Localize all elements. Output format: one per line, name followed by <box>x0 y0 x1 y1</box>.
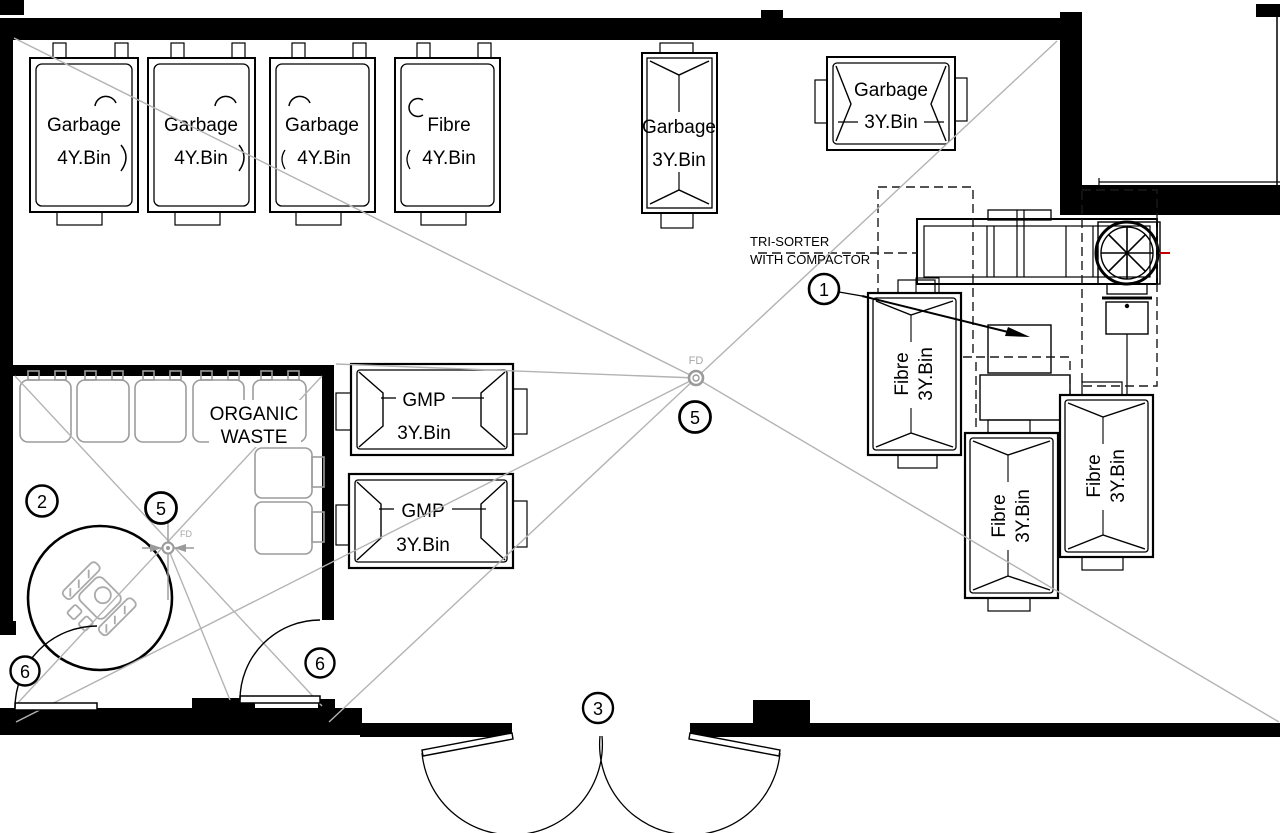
bin-label-size: 4Y.Bin <box>422 148 476 169</box>
lid-arc-side <box>238 144 245 172</box>
bin-label-name: Fibre <box>989 494 1010 537</box>
door-organic-room <box>239 619 321 704</box>
floor-drain-label: FD <box>689 355 704 367</box>
callout-compactor: 1 <box>807 272 841 306</box>
wall-bottom-left2 <box>360 723 512 737</box>
organic-label-line1: ORGANIC <box>210 404 299 425</box>
bin-gmp-2: GMP 3Y.Bin <box>335 472 528 570</box>
lid-arc-side <box>406 149 411 170</box>
bin-fibre-3y-2: Fibre 3Y.Bin <box>963 419 1060 612</box>
bin-label-size: 3Y.Bin <box>1108 449 1129 503</box>
floor-drain-room: FD <box>142 518 194 600</box>
callout-number: 6 <box>315 654 325 674</box>
lid-arc-side <box>281 149 286 170</box>
walls <box>0 0 1280 737</box>
bin-label-name: Garbage <box>642 117 716 138</box>
bin-label-name: Garbage <box>47 115 121 136</box>
lid-arc <box>214 95 237 107</box>
bin-label-name: Garbage <box>854 80 928 101</box>
wall-top-notch <box>761 10 783 19</box>
callout-number: 6 <box>20 662 30 682</box>
tri-sorter-compactor <box>915 209 1170 421</box>
bin-label-name: Garbage <box>285 115 359 136</box>
door-swing-arc <box>14 625 98 709</box>
wall-top <box>0 18 1060 40</box>
wall-door-jamb <box>318 699 335 723</box>
bin-label-size: 3Y.Bin <box>396 535 450 556</box>
bin-label-size: 3Y.Bin <box>864 112 918 133</box>
lid-arc <box>94 95 117 107</box>
wall-bottom-right-block <box>753 700 810 724</box>
wall-bottom-left <box>0 708 362 735</box>
callout-number: 2 <box>37 492 47 512</box>
bin-garbage-4y-1: Garbage 4Y.Bin <box>29 42 139 226</box>
wall-left-end-block <box>0 621 16 635</box>
bin-garbage-4y-2: Garbage 4Y.Bin <box>147 42 256 226</box>
bin-fibre-4y: Fibre 4Y.Bin <box>394 42 501 226</box>
callout-number: 3 <box>593 699 603 719</box>
bin-garbage-3y-topright: Garbage 3Y.Bin <box>814 56 968 151</box>
organic-waste-label: ORGANIC WASTE <box>209 400 301 448</box>
wall-topright-block <box>1256 4 1280 17</box>
bin-label-size: 3Y.Bin <box>652 150 706 171</box>
bin-fibre-3y-3: Fibre 3Y.Bin <box>1058 381 1155 571</box>
door-swing-arc-left <box>421 735 604 833</box>
chute-dot <box>1124 303 1130 309</box>
tri-sorter-line1: TRI-SORTER <box>750 234 829 249</box>
bin-label-size: 3Y.Bin <box>916 347 937 401</box>
wall-bottom-step <box>192 698 255 709</box>
bin-label-name: GMP <box>401 501 444 522</box>
callout-double-door: 3 <box>581 691 615 725</box>
bin-label-name: Fibre <box>892 352 913 395</box>
organic-label-line2: WASTE <box>221 427 288 448</box>
organic-totes-right <box>254 447 325 555</box>
wall-right-vertical <box>1060 12 1082 215</box>
wall-organic-top <box>0 365 334 376</box>
slope-lines <box>13 37 1280 723</box>
callout-floor-drain-room: 5 <box>144 491 178 525</box>
callout-number: 1 <box>819 280 829 300</box>
bin-garbage-3y-flap: Garbage 3Y.Bin <box>641 42 718 229</box>
sorter-wheel-spokes <box>1101 227 1153 279</box>
bin-label-size: 4Y.Bin <box>297 148 351 169</box>
bin-label-name: GMP <box>402 390 445 411</box>
tri-sorter-label: TRI-SORTER WITH COMPACTOR <box>750 234 870 267</box>
door-swing-arc-right <box>598 735 781 833</box>
bin-label-size: 3Y.Bin <box>1013 489 1034 543</box>
callout-number: 5 <box>690 408 700 428</box>
lid-arc <box>408 97 424 118</box>
door-double-main <box>421 732 781 833</box>
callout-organic-room: 2 <box>25 484 59 518</box>
callout-exterior-door: 6 <box>9 655 41 687</box>
lid-arc <box>288 95 311 107</box>
callout-number: 5 <box>156 499 166 519</box>
door-exterior-left <box>14 625 98 711</box>
bin-label-name: Fibre <box>1084 454 1105 497</box>
bin-label-size: 3Y.Bin <box>397 423 451 444</box>
bin-label-name: Garbage <box>164 115 238 136</box>
bin-label-size: 4Y.Bin <box>57 148 111 169</box>
turning-circle <box>26 524 174 672</box>
bin-fibre-3y-1: Fibre 3Y.Bin <box>866 279 963 469</box>
bin-gmp-1: GMP 3Y.Bin <box>335 362 528 457</box>
wheelchair-icon <box>61 561 137 637</box>
floor-drain-label: FD <box>180 529 192 539</box>
door-swing-arc <box>239 619 321 701</box>
bin-garbage-4y-3: Garbage 4Y.Bin <box>269 42 376 226</box>
callout-room-door: 6 <box>304 647 336 679</box>
wall-top-corner-block <box>0 0 24 15</box>
wall-organic-right <box>322 365 334 620</box>
bin-label-name: Fibre <box>427 115 470 136</box>
tri-sorter-line2: WITH COMPACTOR <box>750 252 870 267</box>
wall-left <box>0 18 13 624</box>
callout-floor-drain-center: 5 <box>678 400 712 434</box>
floor-drain-main: FD <box>687 355 705 387</box>
bin-label-size: 4Y.Bin <box>174 148 228 169</box>
lid-arc-side <box>120 144 127 172</box>
compactor-arrow <box>838 291 1030 337</box>
wall-bottom-right <box>690 723 1280 737</box>
